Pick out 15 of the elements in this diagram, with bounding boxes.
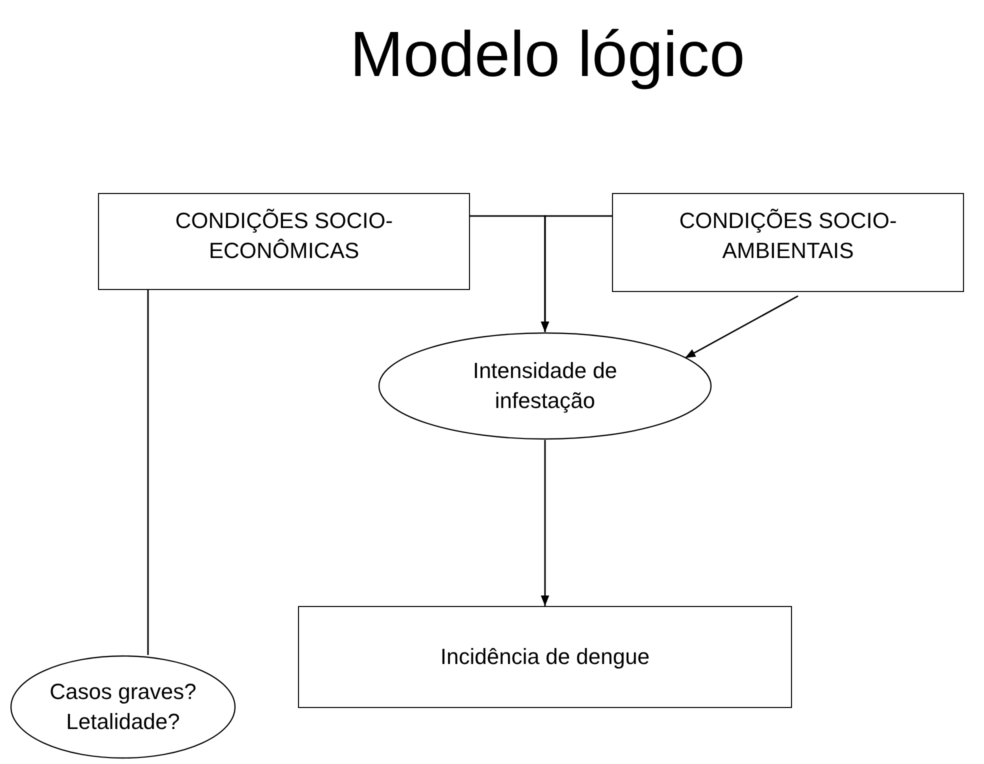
node-label: CONDIÇÕES SOCIO- ECONÔMICAS: [174, 207, 394, 265]
node-label: Intensidade de infestação: [472, 357, 618, 415]
ellipse-node: [10, 655, 236, 759]
process-box: [98, 193, 470, 290]
arrow: [684, 295, 798, 359]
process-box: [612, 193, 964, 292]
node-label: Incidência de dengue: [440, 643, 650, 671]
ellipse-node: [378, 332, 712, 440]
connector-line: [147, 290, 149, 655]
node-label: Casos graves? Letalidade?: [48, 678, 198, 736]
arrow: [540, 440, 550, 606]
diagram-title: Modelo lógico: [350, 17, 745, 92]
process-box: [298, 606, 792, 708]
node-label: CONDIÇÕES SOCIO- AMBIENTAIS: [678, 207, 898, 265]
arrow: [540, 215, 612, 332]
